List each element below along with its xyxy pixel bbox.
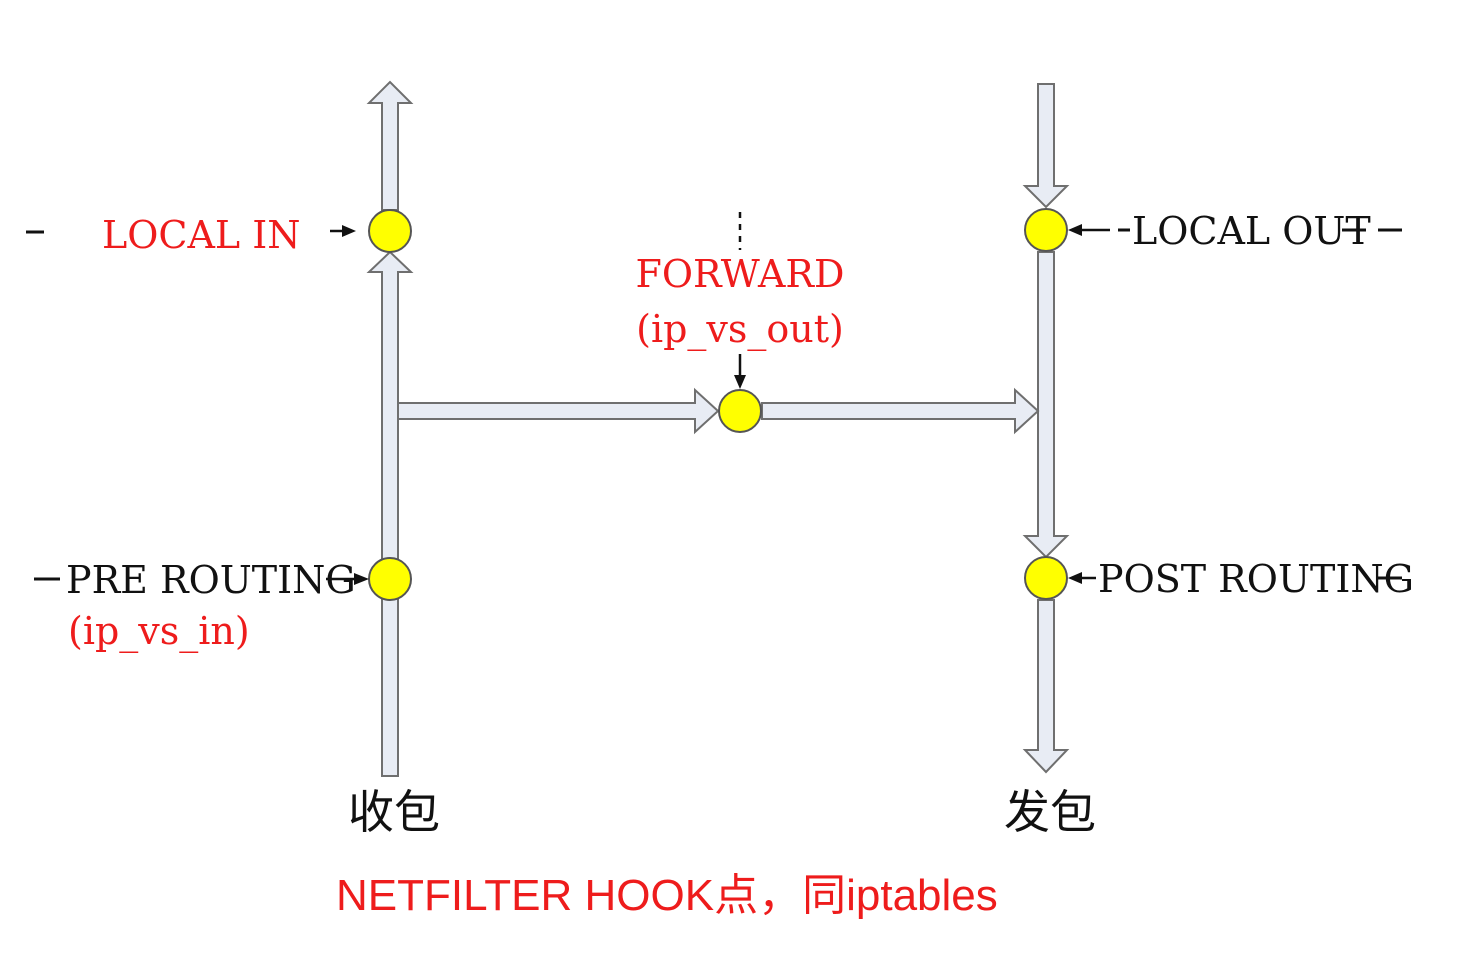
local-out-pointer-head: [1068, 224, 1082, 236]
post-routing-hook: [1024, 556, 1068, 600]
forward-hook: [718, 389, 762, 433]
local-out-hook: [1024, 208, 1068, 252]
send-pipe-middle: [1022, 251, 1070, 559]
local-in-hook: [368, 209, 412, 253]
post-routing-label: POST ROUTING: [1098, 557, 1414, 601]
forward-pipe-left: [397, 387, 720, 435]
pre-routing-sublabel: (ip_vs_in): [68, 609, 250, 654]
forward-label: FORWARD: [636, 252, 845, 296]
receive-pipe-upper: [366, 80, 414, 211]
pre-routing-pointer-head: [354, 573, 369, 585]
local-out-label: LOCAL OUT: [1132, 209, 1371, 253]
diagram-caption: NETFILTER HOOK点，同iptables: [336, 871, 998, 920]
pre-routing-hook: [368, 557, 412, 601]
forward-pipe-right: [761, 387, 1040, 435]
pre-routing-label: PRE ROUTING: [66, 558, 356, 602]
local-in-label: LOCAL IN: [102, 213, 300, 257]
send-pipe-bottom: [1022, 599, 1070, 774]
local-in-pointer-head: [342, 225, 356, 237]
forward-pointer-head: [734, 375, 746, 389]
post-routing-pointer-head: [1068, 572, 1082, 584]
send-label: 发包: [1004, 785, 1096, 839]
forward-sublabel: (ip_vs_out): [636, 307, 844, 352]
send-pipe-top: [1022, 83, 1070, 209]
receive-label: 收包: [348, 785, 440, 839]
receive-pipe-lower: [366, 250, 414, 777]
